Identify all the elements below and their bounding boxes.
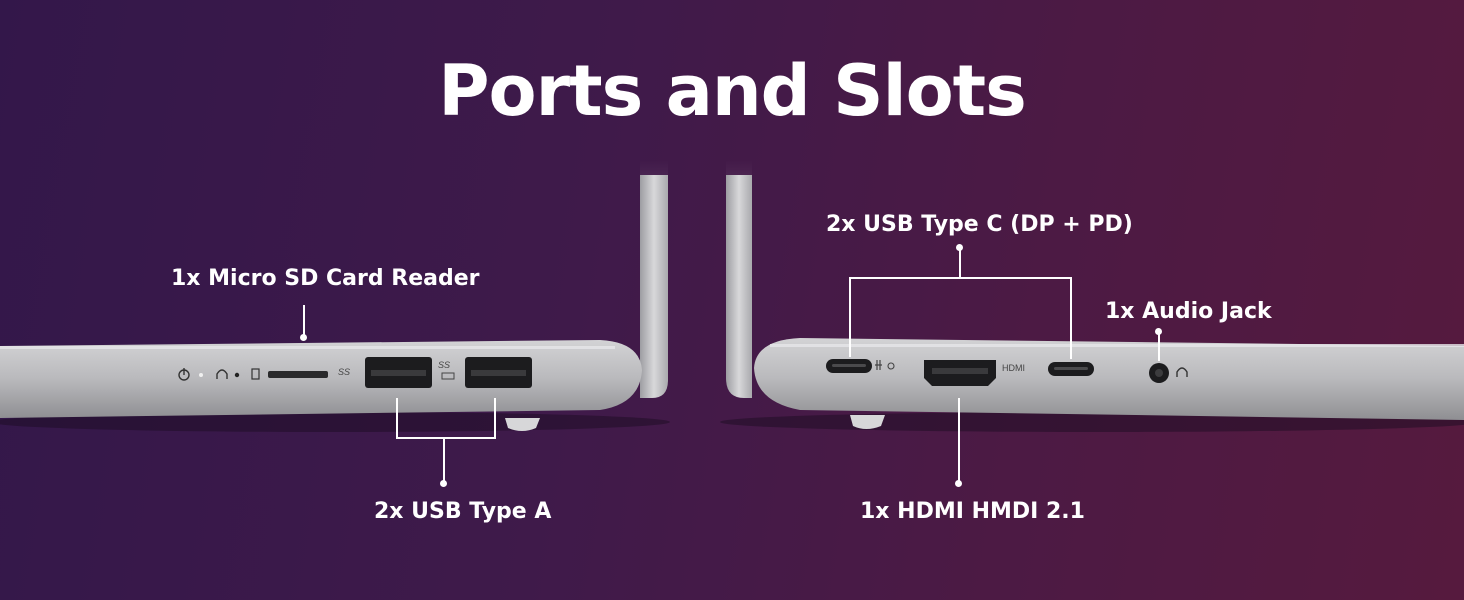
left-foot [505,418,540,431]
right-lid [726,175,752,398]
micro-sd-leader [303,305,305,337]
micro-sd-slot [268,371,328,378]
power-icon [178,368,190,381]
headphone-icon [1176,367,1188,377]
power-led [199,373,203,377]
usb-a-leader [443,438,445,482]
usb-c-label: 2x USB Type C (DP + PD) [826,212,1133,237]
usb-a-dot [440,480,447,487]
micro-sd-dot [300,334,307,341]
left-shadow [0,412,670,432]
left-lid [640,175,668,398]
indicator-dot [234,372,240,378]
usb-c-bracket-left [849,277,851,357]
charging-icon [875,360,895,370]
usb-c-bracket-top [849,277,1072,279]
hdmi-mark: HDMI [1002,363,1025,373]
hdmi-dot [955,480,962,487]
micro-sd-label: 1x Micro SD Card Reader [171,266,480,291]
hdmi-leader [958,398,960,482]
usb-ss-icon [441,372,455,380]
sd-card-icon [251,368,260,380]
audio-label: 1x Audio Jack [1105,299,1272,324]
right-body [754,338,1464,420]
right-foot [850,415,885,429]
usb-c-bracket-right [1070,277,1072,359]
audio-leader [1158,331,1160,361]
usb-c-leader [959,247,961,278]
usb-a-bracket-left [396,398,398,438]
page-title: Ports and Slots [438,50,1027,132]
usb-a-bracket-bottom [396,437,496,439]
usb-a-bracket-right [494,398,496,438]
hdmi-label: 1x HDMI HMDI 2.1 [860,499,1085,524]
ss-mark-1: SS [338,367,350,377]
left-body [0,340,642,418]
ss-mark-2: SS [438,360,450,370]
headset-icon [216,369,228,379]
usb-a-label: 2x USB Type A [374,499,552,524]
